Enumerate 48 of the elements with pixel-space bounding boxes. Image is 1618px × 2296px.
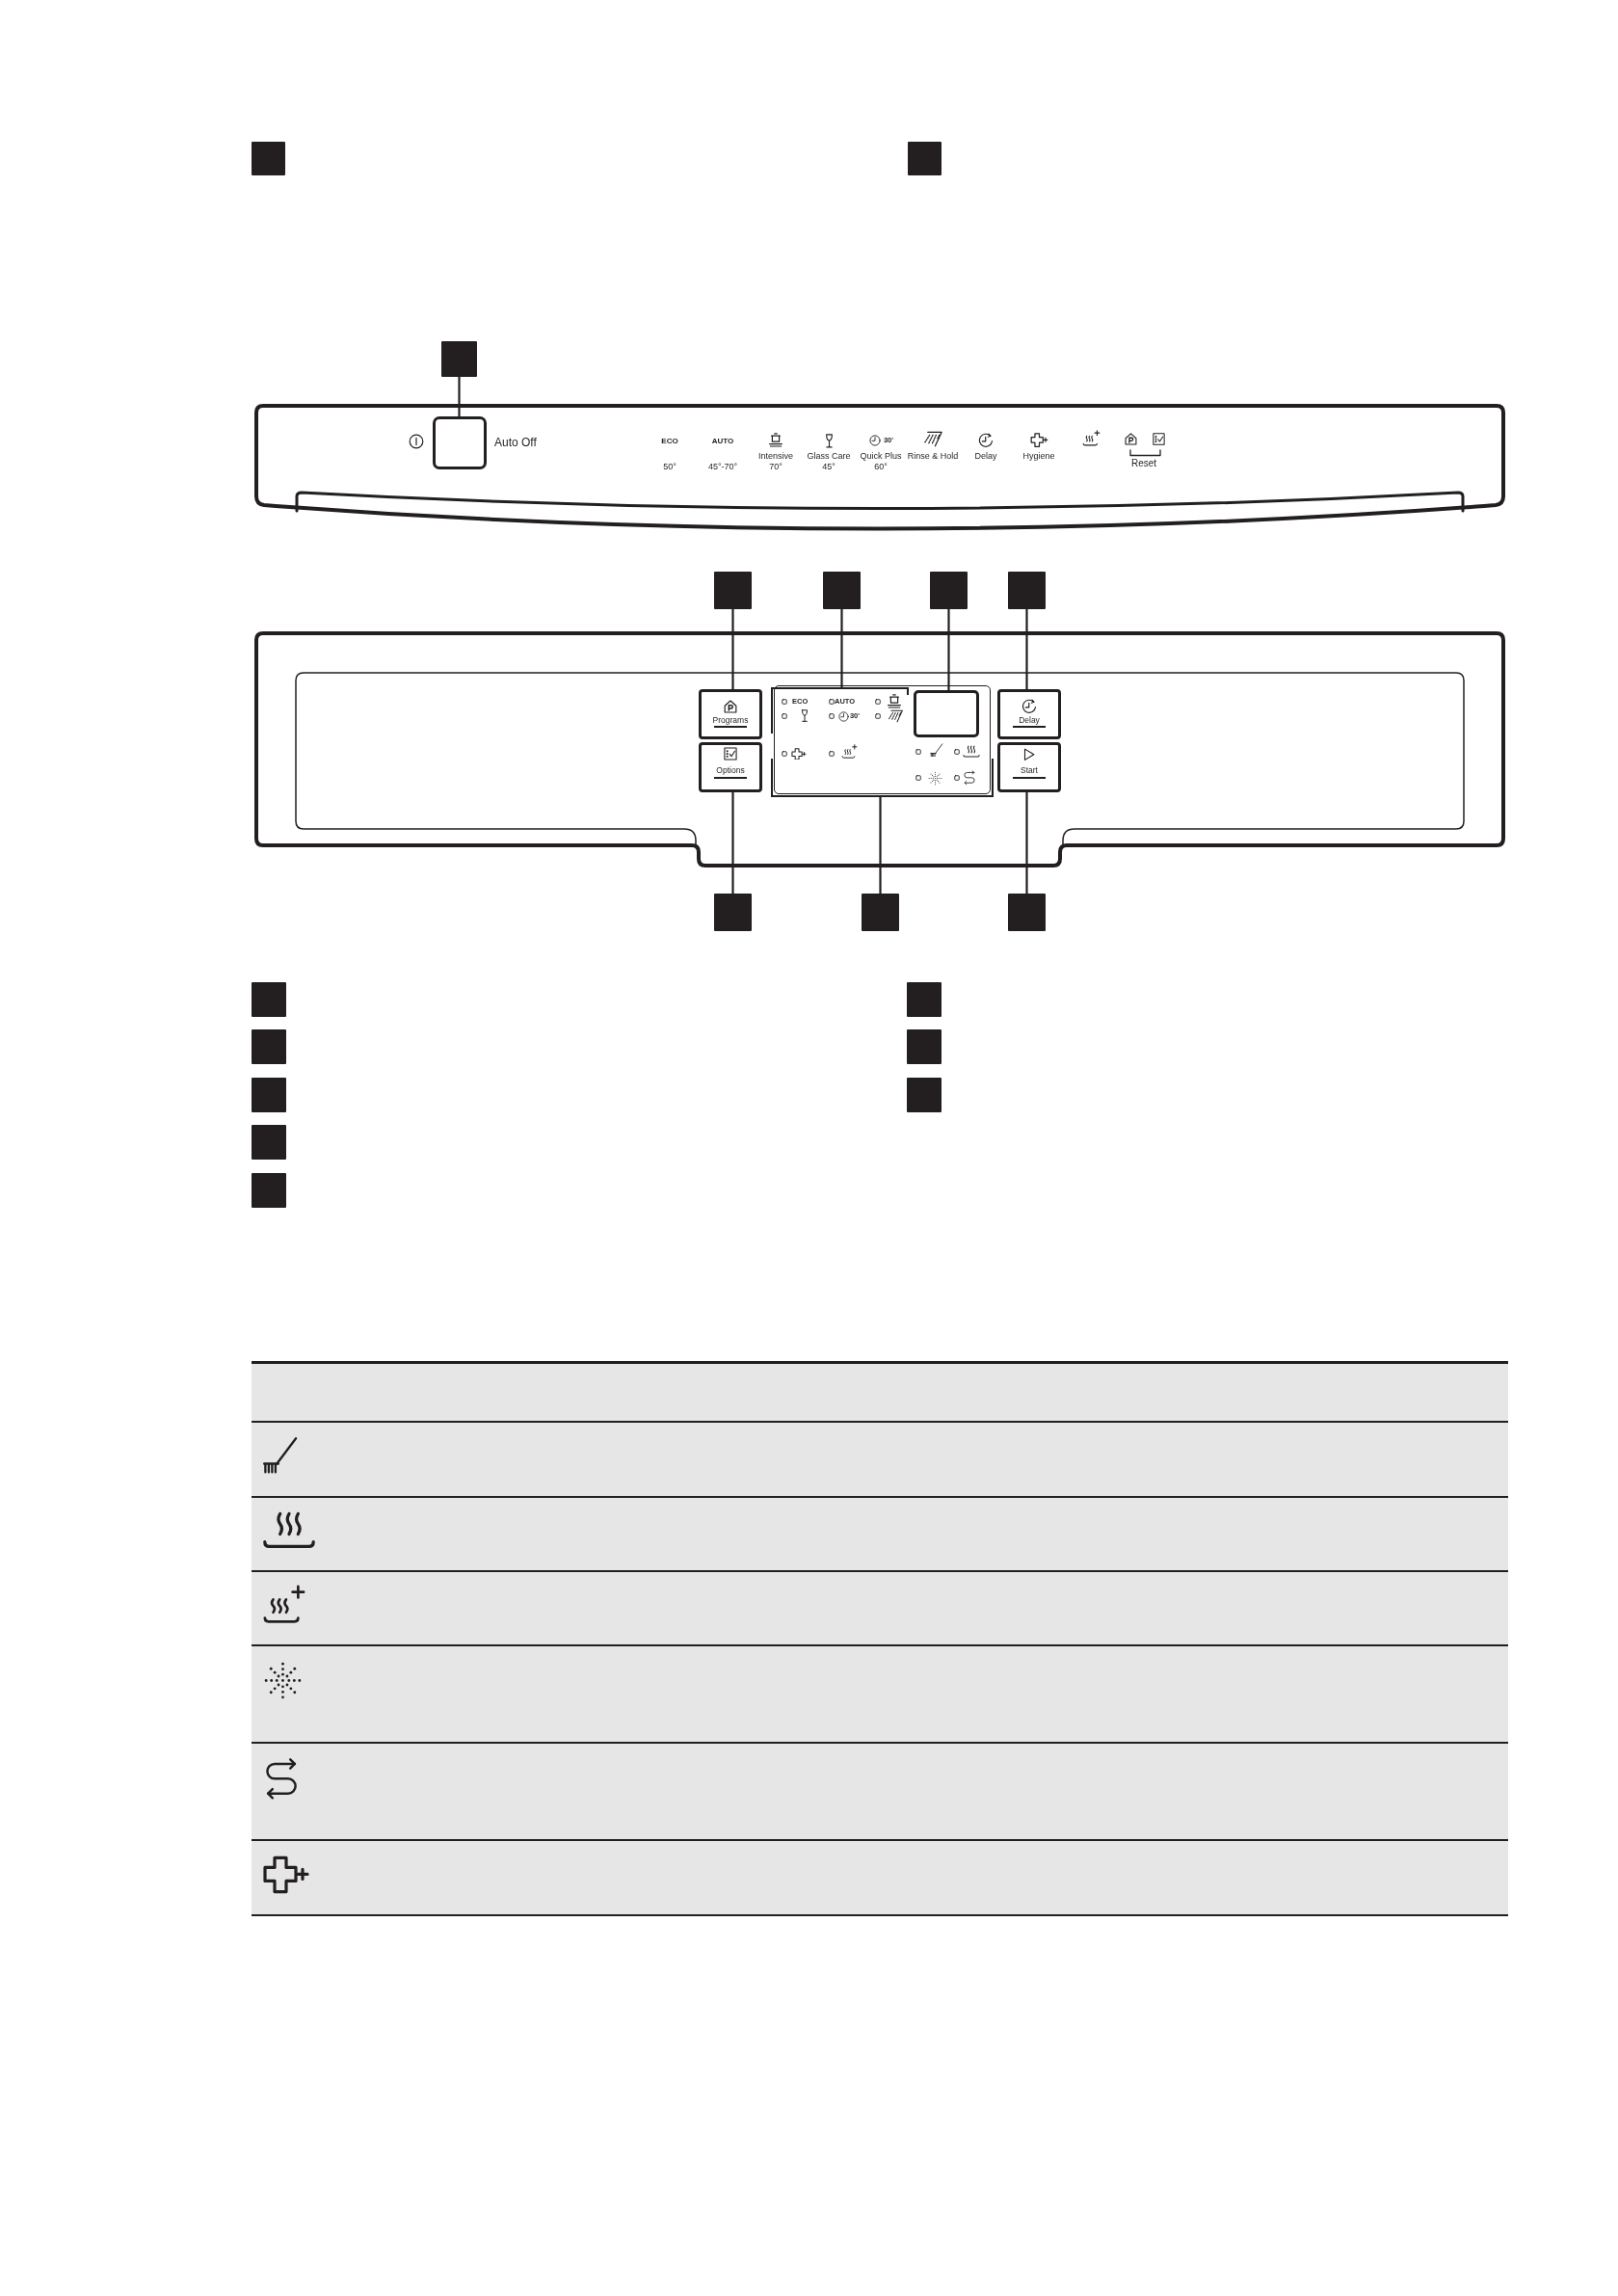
callout-marker [907, 982, 942, 1017]
push-button: Options [699, 742, 762, 792]
callout-marker [907, 1029, 942, 1064]
program-label: AUTO [711, 438, 734, 445]
leader-line [1025, 609, 1028, 689]
push-button: Start [997, 742, 1061, 792]
temperature-label: 45° [822, 462, 836, 471]
callout-marker [1008, 572, 1046, 609]
leader-line [731, 792, 734, 894]
program-label: Rinse & Hold [907, 451, 959, 461]
callout-marker [441, 341, 477, 377]
program-label: ECO [661, 438, 678, 445]
callout-marker [252, 1078, 286, 1112]
callout-marker [252, 1125, 286, 1160]
program-label: Quick Plus [860, 451, 902, 461]
leader-line [458, 377, 461, 416]
temperature-label: 45°-70° [707, 462, 738, 471]
leader-line [731, 609, 734, 689]
temperature-label: 70° [769, 462, 782, 471]
callout-marker [714, 572, 752, 609]
callout-marker [252, 1029, 286, 1064]
callout-marker [907, 1078, 942, 1112]
program-label: Glass Care [807, 451, 851, 461]
callout-marker [930, 572, 968, 609]
display-screen [914, 690, 979, 737]
callout-marker [862, 894, 899, 931]
callout-marker [908, 142, 942, 175]
program-label: Hygiene [1022, 451, 1055, 461]
callout-marker [823, 572, 861, 609]
push-button: Programs [699, 689, 762, 739]
button-caption: Reset [1130, 459, 1157, 468]
power-button [433, 416, 487, 469]
temperature-label: 60° [874, 462, 888, 471]
callout-marker [252, 142, 285, 175]
indicator-bracket [771, 741, 994, 797]
callout-marker [1008, 894, 1046, 931]
program-label: Delay [974, 451, 997, 461]
program-label: Intensive [758, 451, 793, 461]
temperature-label: 50° [663, 462, 676, 471]
button-caption: Auto Off [494, 437, 537, 448]
callout-marker [252, 1173, 286, 1208]
leader-line [840, 609, 843, 687]
push-button: Delay [997, 689, 1061, 739]
callout-marker [252, 982, 286, 1017]
leader-line [879, 797, 882, 894]
leader-line [1025, 792, 1028, 894]
leader-line [947, 609, 950, 690]
callout-marker [714, 894, 752, 931]
